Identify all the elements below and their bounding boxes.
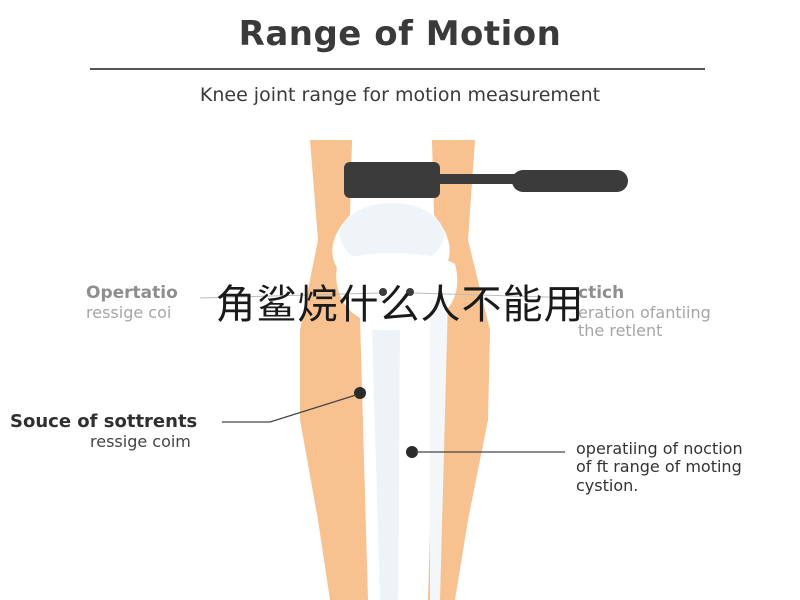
fibula-bone (430, 300, 448, 600)
label-top-right-line1: eration ofantiing (578, 302, 711, 322)
goniometer-shaft (438, 174, 518, 184)
leader-left (222, 394, 357, 423)
marker-top-left (379, 288, 387, 296)
tibia-shade (372, 330, 400, 600)
label-top-right-head: ctich (578, 283, 625, 303)
overlay-caption: 角鲨烷什么人不能用 (215, 282, 585, 328)
femur-shade (340, 203, 444, 267)
label-right-line3: cystion. (576, 475, 639, 495)
leader-top-left (199, 292, 380, 299)
label-top-right-line2: the retlent (578, 320, 663, 340)
label-left: Souce of sottrents ressige coim (10, 411, 198, 451)
label-left-body: ressige coim (90, 431, 191, 451)
marker-left (354, 387, 366, 399)
goniometer-body (344, 162, 440, 198)
label-top-right: ctich eration ofantiing the retlent (578, 283, 711, 340)
label-top-left-head: Opertatio (86, 283, 178, 303)
title-divider (90, 68, 705, 70)
goniometer-arm (512, 170, 628, 192)
label-top-left-body: ressige coi (86, 302, 172, 322)
marker-top-right (406, 288, 414, 296)
subtitle: Knee joint range for motion measurement (199, 84, 601, 106)
page-title: Range of Motion (238, 14, 562, 54)
label-top-left: Opertatio ressige coi (86, 283, 178, 322)
leader-top-right (413, 292, 581, 299)
label-right-line1: operatiing of noction (576, 439, 743, 458)
label-right: operatiing of noction of ft range of mot… (576, 439, 743, 495)
label-right-line2: of ft range of moting (576, 457, 742, 477)
marker-right (406, 446, 418, 458)
label-left-head: Souce of sottrents (10, 411, 198, 432)
